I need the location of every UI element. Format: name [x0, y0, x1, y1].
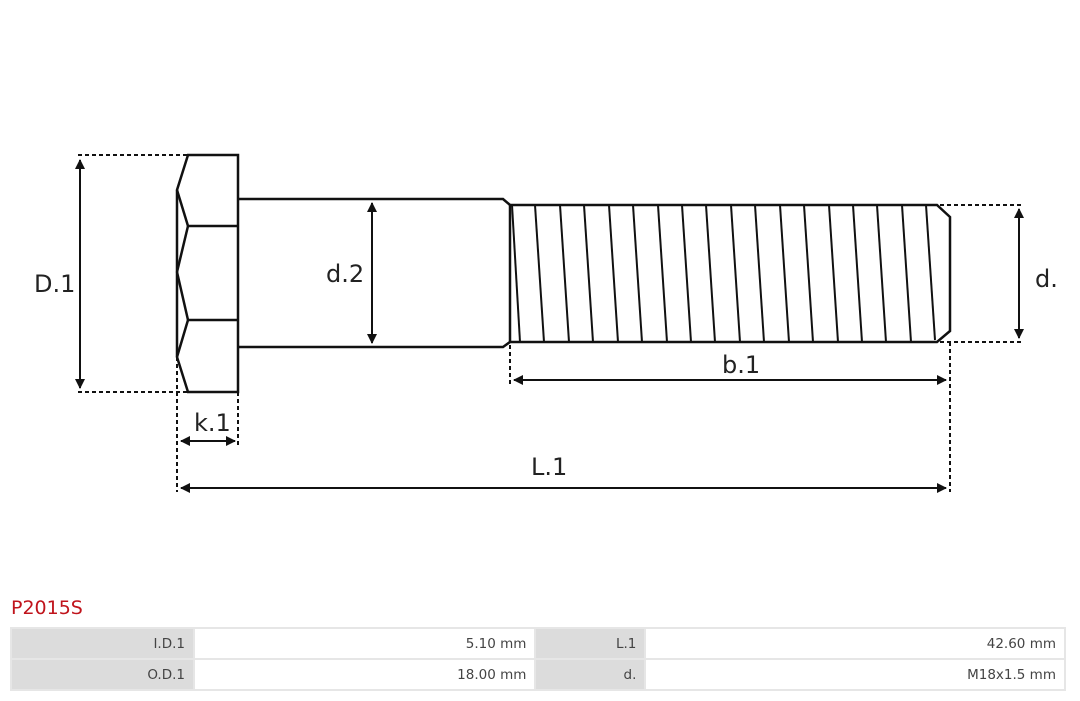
head-diameter-label: D.1	[34, 270, 75, 298]
dimension-arrows	[75, 159, 1024, 493]
shank-diameter-label: d.2	[326, 260, 364, 288]
bolt-thread	[508, 203, 952, 344]
spec-label: L.1	[536, 629, 645, 658]
spec-value: 5.10 mm	[195, 629, 535, 658]
bolt-technical-drawing: D.1 d.2 d. b.1 k.1 L.1	[34, 153, 1058, 493]
spec-value: 42.60 mm	[646, 629, 1064, 658]
total-length-label: L.1	[531, 453, 567, 481]
bolt-head	[175, 153, 240, 394]
thread-diameter-label: d.	[1035, 265, 1058, 293]
spec-label: O.D.1	[12, 660, 193, 689]
table-row: I.D.1 5.10 mm L.1 42.60 mm	[12, 629, 1064, 658]
spec-value: M18x1.5 mm	[646, 660, 1064, 689]
spec-table: I.D.1 5.10 mm L.1 42.60 mm O.D.1 18.00 m…	[10, 627, 1066, 691]
spec-label: I.D.1	[12, 629, 193, 658]
spec-value: 18.00 mm	[195, 660, 535, 689]
table-row: O.D.1 18.00 mm d. M18x1.5 mm	[12, 660, 1064, 689]
head-height-label: k.1	[194, 409, 231, 437]
part-number-title: P2015S	[11, 597, 83, 619]
extension-lines	[78, 154, 1022, 492]
thread-length-label: b.1	[722, 351, 760, 379]
bolt-shank	[238, 197, 511, 349]
spec-label: d.	[536, 660, 645, 689]
